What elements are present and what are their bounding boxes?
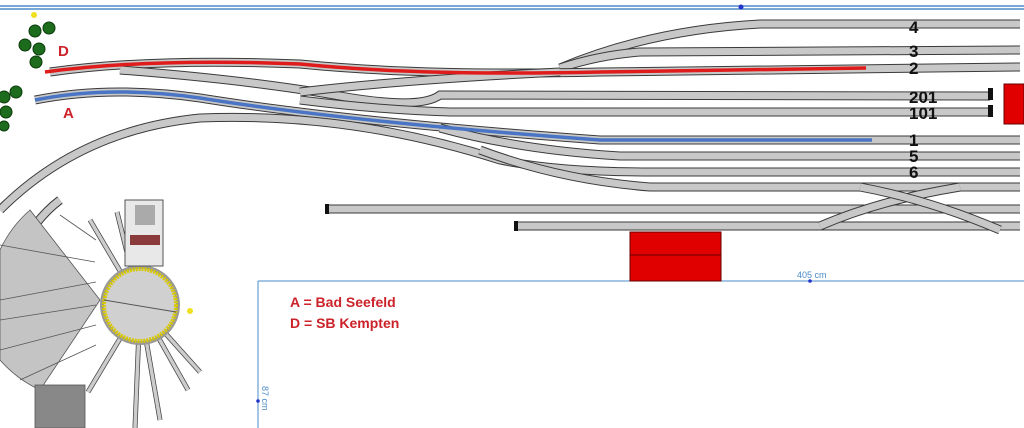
track-number: 101 bbox=[909, 104, 937, 123]
depot-building bbox=[124, 199, 164, 267]
marker-icon bbox=[31, 12, 37, 18]
tree-icons bbox=[0, 21, 56, 132]
red-building-block bbox=[629, 231, 722, 282]
buffer-stop bbox=[988, 88, 993, 100]
height-dimension: 87 cm bbox=[260, 386, 270, 411]
buffer-stop bbox=[514, 221, 518, 231]
track-number: 6 bbox=[909, 163, 918, 182]
track-number: 2 bbox=[909, 59, 918, 78]
track-number: 4 bbox=[909, 18, 919, 37]
dimension-handle[interactable] bbox=[738, 4, 744, 10]
track-number: 5 bbox=[909, 147, 918, 166]
dimension-handle[interactable] bbox=[808, 279, 812, 283]
red-building-block bbox=[1003, 83, 1024, 125]
track-number: 201 bbox=[909, 88, 937, 107]
track-number-labels: 4 3 2 201 101 1 5 6 bbox=[909, 18, 937, 182]
buffer-stop bbox=[988, 105, 993, 117]
width-dimension: 405 cm bbox=[797, 270, 827, 280]
dimension-handle[interactable] bbox=[256, 399, 260, 403]
route-a-line bbox=[34, 90, 872, 142]
track-number: 3 bbox=[909, 42, 918, 61]
turntable[interactable] bbox=[102, 267, 178, 343]
track-number: 1 bbox=[909, 131, 918, 150]
legend-d: D = SB Kempten bbox=[290, 315, 400, 331]
route-label-d: D bbox=[58, 43, 69, 60]
legend-a: A = Bad Seefeld bbox=[290, 294, 396, 310]
turntable-bridge bbox=[103, 299, 177, 313]
route-d-line bbox=[44, 60, 867, 75]
route-label-a: A bbox=[63, 105, 74, 122]
roundhouse bbox=[0, 209, 101, 428]
buffer-stop bbox=[325, 204, 329, 214]
marker-icon bbox=[187, 308, 193, 314]
